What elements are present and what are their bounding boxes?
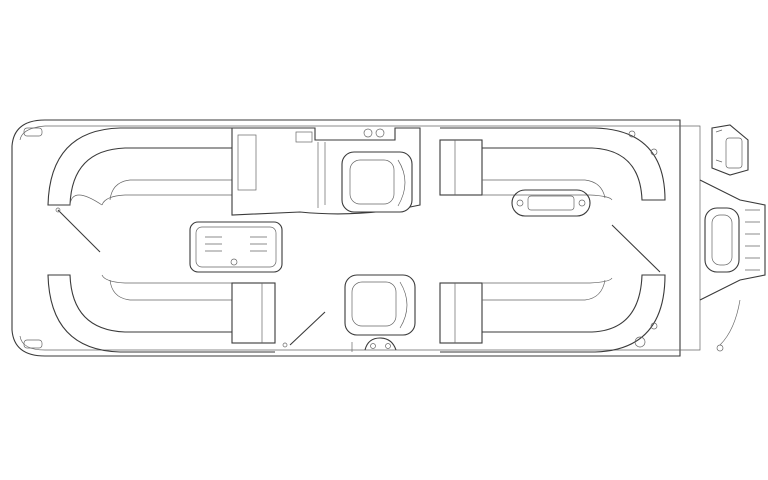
lounge-bow-upper [47, 127, 233, 253]
outboard-engine [711, 124, 749, 176]
swim-ladder [699, 179, 766, 352]
aft-table [511, 189, 591, 217]
hull-outline [11, 119, 701, 357]
lounge-bow-lower [47, 274, 326, 353]
companion-seat [344, 274, 416, 352]
helm-seat [341, 151, 413, 213]
lounge-aft-upper [439, 127, 666, 201]
lounge-aft-lower [439, 224, 666, 353]
center-table [189, 221, 283, 273]
